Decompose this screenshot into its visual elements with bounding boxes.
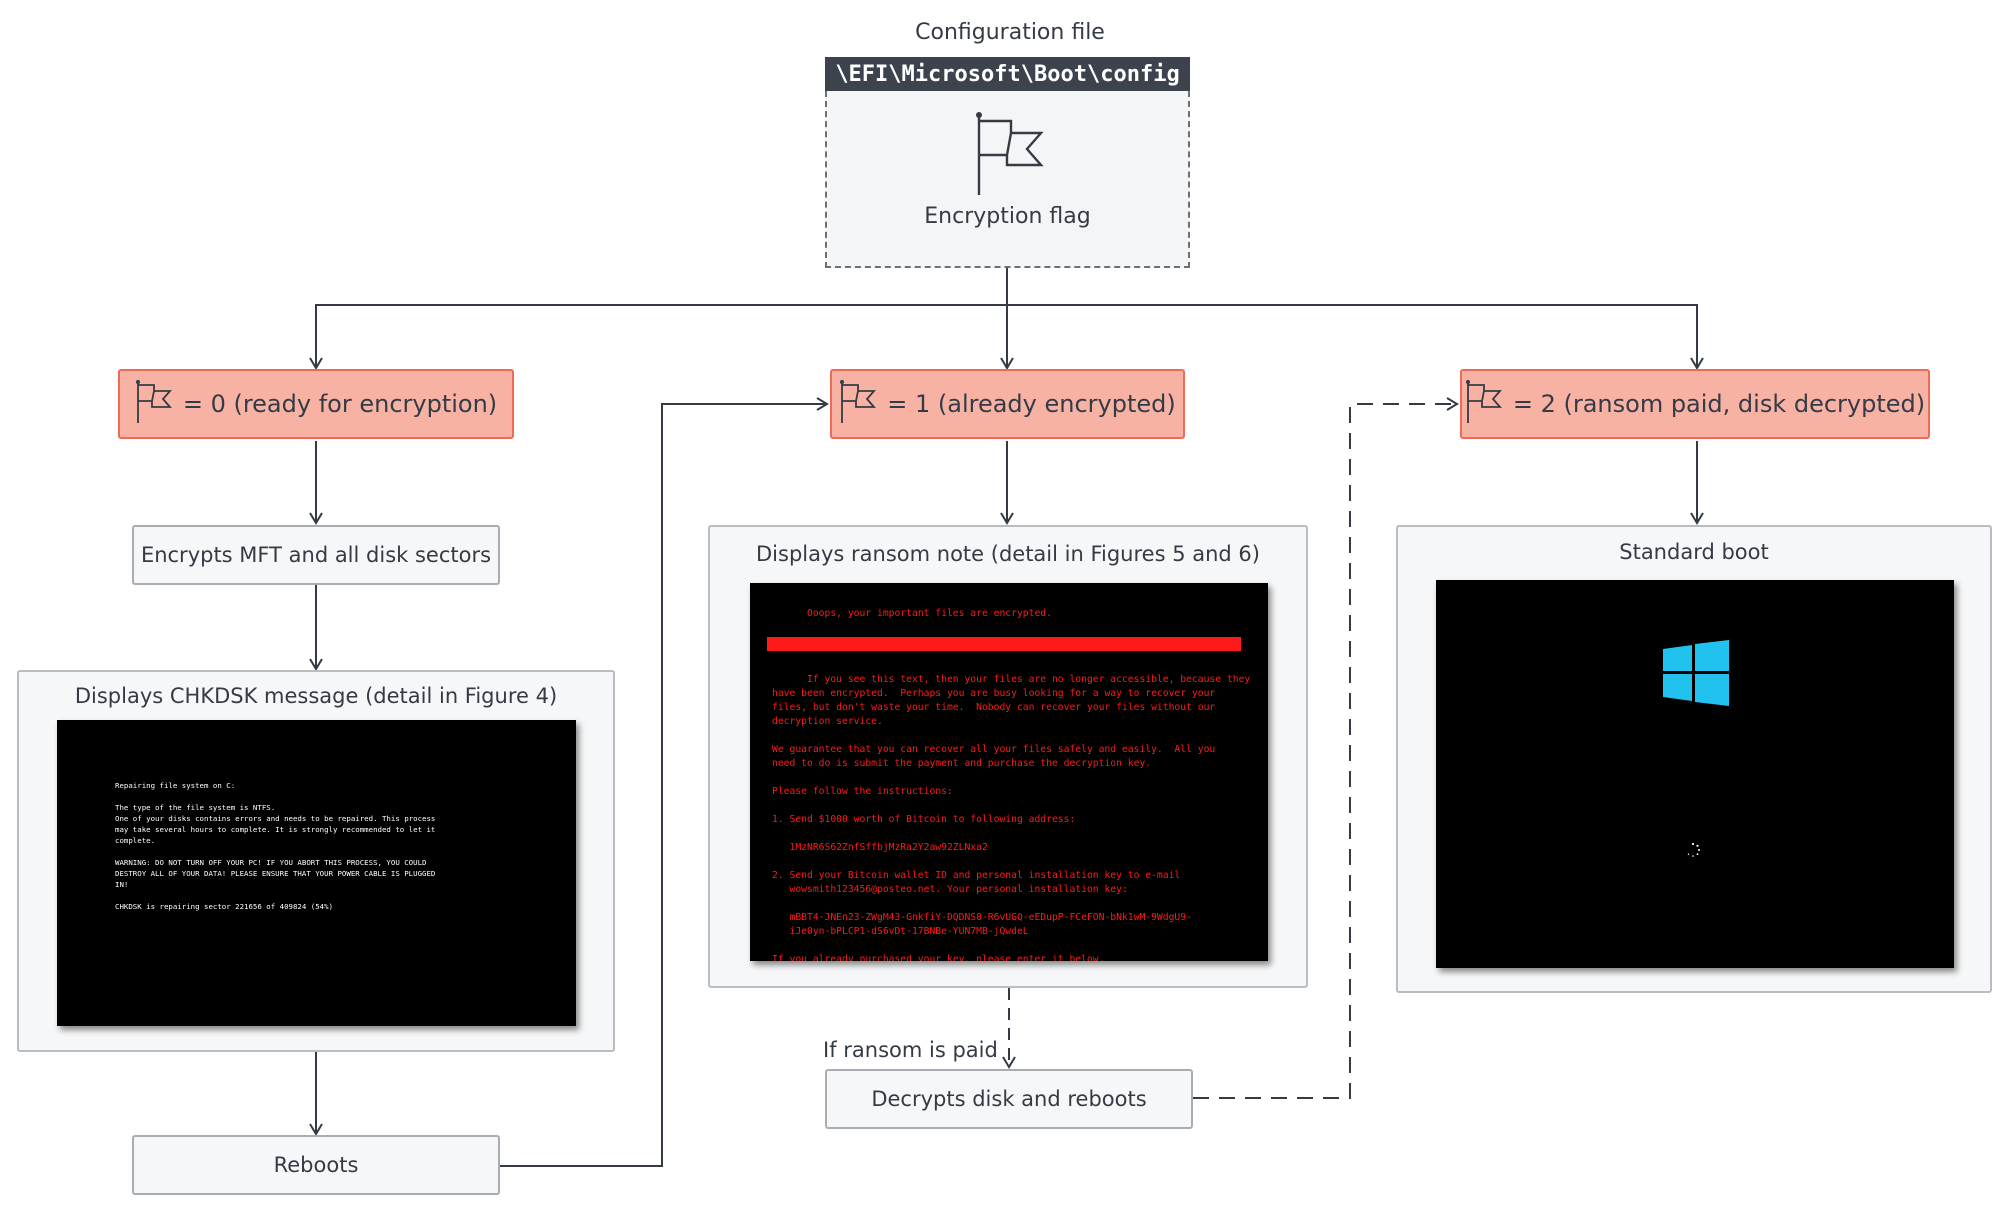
chkdsk-panel-title: Displays CHKDSK message (detail in Figur… <box>74 684 558 708</box>
connector-config-to-flag0 <box>309 304 1007 370</box>
chkdsk-screen: Repairing file system on C: The type of … <box>57 720 576 1026</box>
encrypts-mft-step: Encrypts MFT and all disk sectors <box>132 525 500 585</box>
ransom-note-red-bar <box>767 637 1241 651</box>
ransom-note-screen: Ooops, your important files are encrypte… <box>750 583 1268 961</box>
ransom-note-panel-title: Displays ransom note (detail in Figures … <box>756 542 1260 566</box>
flag-state-2: = 2 (ransom paid, disk decrypted) <box>1460 369 1930 439</box>
ransom-note-heading: Ooops, your important files are encrypte… <box>807 608 1052 619</box>
flag-state-1-label: = 1 (already encrypted) <box>887 390 1176 418</box>
flag-icon <box>135 379 173 429</box>
standard-boot-panel: Standard boot <box>1396 525 1992 993</box>
loading-spinner-icon <box>1685 842 1701 862</box>
flag-icon <box>1465 379 1503 429</box>
config-title: Configuration file <box>915 20 1105 45</box>
flag-state-2-label: = 2 (ransom paid, disk decrypted) <box>1512 390 1926 418</box>
ransom-note-panel: Displays ransom note (detail in Figures … <box>708 525 1308 988</box>
flag-state-1: = 1 (already encrypted) <box>830 369 1185 439</box>
decrypts-disk-step: Decrypts disk and reboots <box>825 1069 1193 1129</box>
connector-config-to-flag2 <box>1007 304 1704 370</box>
chkdsk-message: Repairing file system on C: The type of … <box>115 781 436 911</box>
windows-logo-icon <box>1663 640 1729 710</box>
flag-state-0-label: = 0 (ready for encryption) <box>182 390 498 418</box>
standard-boot-panel-title: Standard boot <box>1619 540 1769 564</box>
flag-icon <box>975 111 1045 199</box>
connector-decrypts-to-flag2 <box>1193 397 1459 1099</box>
config-path: \EFI\Microsoft\Boot\config <box>825 57 1190 91</box>
ransom-note-body: If you see this text, then your files ar… <box>772 674 1251 961</box>
chkdsk-panel: Displays CHKDSK message (detail in Figur… <box>17 670 615 1052</box>
reboots-step: Reboots <box>132 1135 500 1195</box>
connector-reboots-to-flag1 <box>500 397 829 1167</box>
encryption-flag-label: Encryption flag <box>924 204 1091 229</box>
ransom-note-text: Ooops, your important files are encrypte… <box>767 593 1251 961</box>
config-file-box: Encryption flag <box>825 91 1190 268</box>
flag-icon <box>839 379 877 429</box>
boot-screen <box>1436 580 1954 968</box>
if-ransom-paid-label: If ransom is paid <box>823 1038 998 1062</box>
flag-state-0: = 0 (ready for encryption) <box>118 369 514 439</box>
